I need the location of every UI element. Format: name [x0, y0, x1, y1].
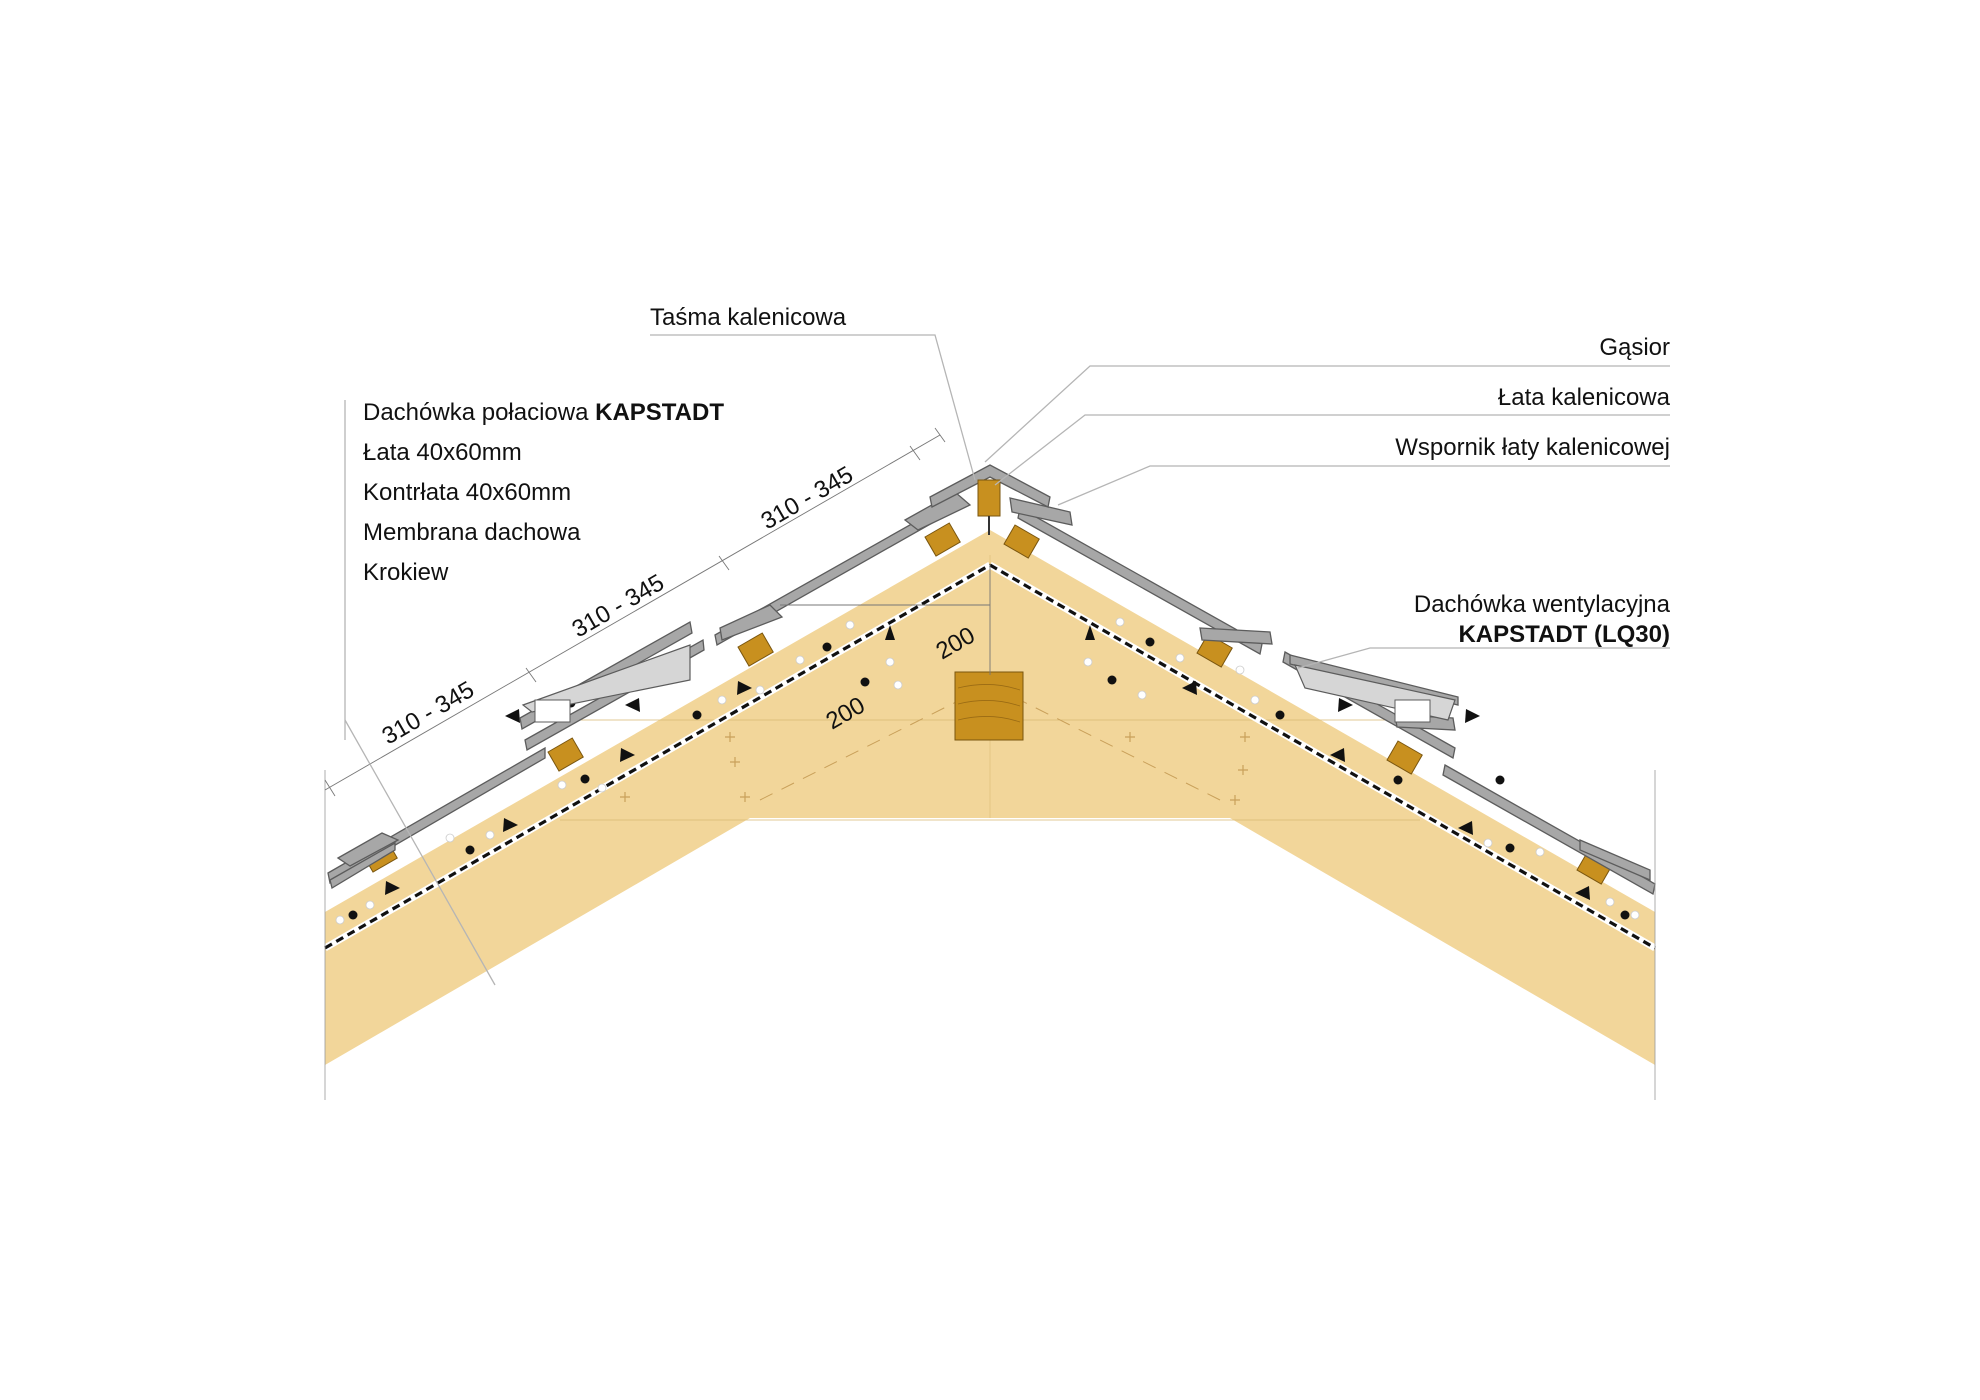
label-ridge-tape: Taśma kalenicowa	[650, 304, 847, 331]
label-rafter: Krokiew	[363, 559, 449, 586]
dimension-lines	[324, 427, 991, 797]
ridge-batten	[977, 479, 1001, 517]
label-ridge-batten-support: Wspornik łaty kalenicowej	[1395, 434, 1670, 461]
ridge-tile	[929, 464, 1051, 508]
label-ridge-tile: Gąsior	[1599, 334, 1670, 361]
label-roof-tile-model: KAPSTADT	[595, 399, 724, 426]
rafter-left	[325, 530, 990, 1065]
label-membrane: Membrana dachowa	[363, 519, 581, 546]
leader-lines	[344, 334, 1670, 986]
label-vent-tile-line2: KAPSTADT (LQ30)	[1458, 621, 1670, 648]
label-roof-tile: Dachówka połaciowa KAPSTADT	[363, 399, 724, 426]
ridge-beam	[954, 671, 1024, 741]
label-ridge-batten: Łata kalenicowa	[1498, 384, 1671, 411]
label-vent-tile-line1: Dachówka wentylacyjna	[1414, 591, 1671, 618]
dim-tile-spacing-1: 310 - 345	[378, 676, 479, 750]
battens-right	[1003, 524, 1613, 885]
vent-tile-left	[521, 644, 691, 723]
vent-tile-right	[1293, 664, 1456, 723]
layer-legend: Dachówka połaciowa KAPSTADT Łata 40x60mm…	[363, 399, 724, 586]
label-batten: Łata 40x60mm	[363, 439, 522, 466]
dim-tile-spacing-3: 310 - 345	[757, 461, 858, 535]
roof-membrane	[323, 561, 1657, 952]
edge-lines	[324, 770, 1656, 1100]
label-counter-batten: Kontrłata 40x60mm	[363, 479, 571, 506]
label-roof-tile-prefix: Dachówka połaciowa	[363, 399, 595, 426]
ventilation-markers	[335, 617, 1640, 925]
dim-tile-spacing-2: 310 - 345	[568, 569, 669, 643]
ridge-assembly	[929, 464, 1051, 535]
